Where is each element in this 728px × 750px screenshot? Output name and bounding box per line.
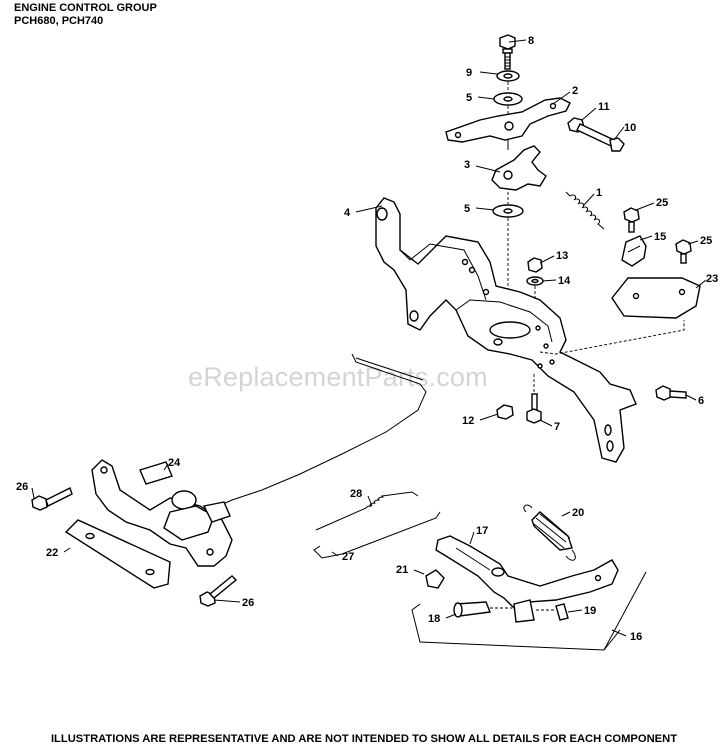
callout-10: 10: [624, 122, 636, 134]
callout-28: 28: [350, 488, 362, 500]
model-numbers: PCH680, PCH740: [14, 15, 104, 27]
part-22-mount-plate[interactable]: [64, 519, 171, 589]
callout-4: 4: [344, 207, 351, 219]
callout-14: 14: [558, 275, 571, 287]
part-25-screw-right[interactable]: [675, 239, 692, 264]
part-20-spring[interactable]: [523, 504, 576, 561]
callout-18: 18: [428, 613, 440, 625]
callout-5-lower: 5: [464, 203, 470, 215]
part-12-nut[interactable]: [496, 404, 514, 420]
callout-26-lower: 26: [242, 597, 254, 609]
part-1-spring[interactable]: [565, 191, 605, 230]
part-3-choke-lever[interactable]: [491, 140, 547, 191]
callout-25-left: 25: [656, 197, 668, 209]
part-2-throttle-lever[interactable]: [445, 97, 571, 143]
callout-27: 27: [342, 551, 354, 563]
remote-control-bracket[interactable]: [91, 459, 233, 567]
callout-24: 24: [168, 457, 181, 469]
part-7-bolt[interactable]: [526, 393, 542, 424]
part-19-clip[interactable]: [555, 603, 569, 621]
governor-link-rod[interactable]: [213, 353, 427, 509]
part-15-clip[interactable]: [621, 235, 647, 267]
callout-3: 3: [464, 159, 470, 171]
callout-1: 1: [596, 187, 602, 199]
part-10-screw[interactable]: [576, 123, 625, 152]
callout-13: 13: [556, 250, 568, 262]
callout-15: 15: [654, 231, 666, 243]
part-5-washer-lower[interactable]: [492, 204, 524, 218]
disclaimer-footer: ILLUSTRATIONS ARE REPRESENTATIVE AND ARE…: [50, 733, 678, 745]
part-4-control-bracket[interactable]: [375, 197, 637, 463]
callout-20: 20: [572, 507, 584, 519]
callout-17: 17: [476, 525, 488, 537]
callout-26-upper: 26: [16, 481, 28, 493]
part-17-control-lever[interactable]: [435, 535, 619, 611]
callout-19: 19: [584, 605, 596, 617]
callout-25-right: 25: [700, 235, 712, 247]
lever-pivot-bracket[interactable]: [490, 599, 556, 623]
part-14-washer[interactable]: [526, 276, 544, 286]
part-9-washer[interactable]: [496, 70, 520, 82]
callout-7: 7: [554, 421, 560, 433]
part-28-spring[interactable]: [315, 491, 419, 531]
callout-22: 22: [46, 547, 58, 559]
part-21-clip[interactable]: [425, 569, 445, 589]
part-6-screw[interactable]: [655, 385, 687, 401]
part-26-screw-lower[interactable]: [199, 575, 238, 607]
part-26-screw-upper[interactable]: [31, 487, 73, 511]
part-25-screw-left[interactable]: [623, 207, 640, 233]
part-23-plate[interactable]: [611, 277, 701, 319]
part-27-link-rod[interactable]: [313, 511, 441, 559]
part-8-bolt[interactable]: [499, 34, 516, 70]
callout-16: 16: [630, 631, 642, 643]
part-24-control-clip[interactable]: [139, 461, 173, 485]
callout-21: 21: [396, 564, 408, 576]
callout-9: 9: [466, 67, 472, 79]
callout-2: 2: [572, 85, 578, 97]
diagram-title: ENGINE CONTROL GROUP: [14, 2, 157, 14]
callout-6: 6: [698, 395, 704, 407]
callout-8: 8: [528, 35, 534, 47]
part-18-bushing[interactable]: [453, 601, 491, 618]
callout-23: 23: [706, 273, 718, 285]
callout-5-upper: 5: [466, 92, 472, 104]
callout-11: 11: [598, 101, 610, 113]
part-5-washer-upper[interactable]: [493, 92, 523, 106]
callout-12: 12: [462, 415, 474, 427]
watermark: eReplacementParts.com: [188, 362, 488, 392]
part-13-nut[interactable]: [527, 257, 543, 273]
